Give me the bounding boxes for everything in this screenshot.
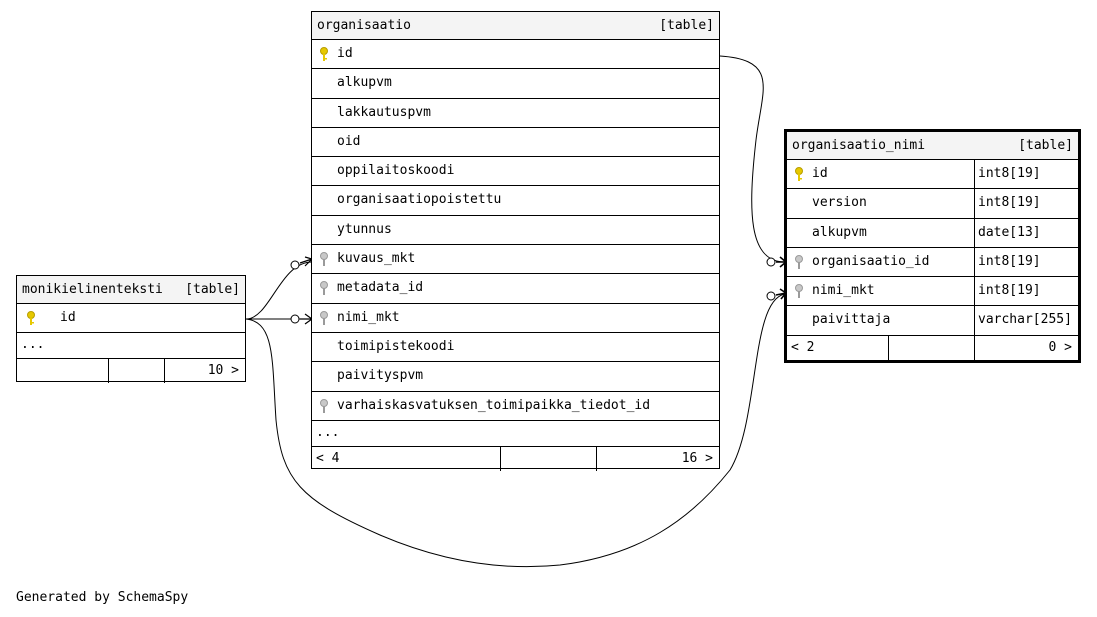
- column-row[interactable]: kuvaus_mkt: [312, 245, 719, 275]
- more-columns-row[interactable]: ...: [17, 333, 245, 360]
- column-name: id: [337, 46, 353, 61]
- column-name: metadata_id: [337, 280, 424, 296]
- footer-divider: [108, 359, 109, 384]
- column-name: paivityspvm: [337, 368, 424, 384]
- footer-divider: [974, 335, 975, 360]
- column-row[interactable]: oid: [312, 128, 719, 158]
- table-name[interactable]: organisaatio_nimi: [792, 138, 926, 153]
- parents-count[interactable]: < 2: [791, 339, 815, 355]
- column-type: int8[19]: [974, 247, 1078, 277]
- table-name[interactable]: organisaatio: [317, 18, 411, 33]
- foreign-key-icon: [794, 254, 804, 270]
- column-name: oid: [337, 133, 361, 149]
- column-name: nimi_mkt: [337, 309, 400, 325]
- column-name: id: [812, 166, 828, 181]
- column-row[interactable]: ytunnus: [312, 216, 719, 246]
- column-name: organisaatio_id: [812, 253, 930, 269]
- children-count[interactable]: 0 >: [1048, 339, 1072, 355]
- foreign-key-icon: [794, 283, 804, 299]
- primary-key-icon: [794, 166, 804, 182]
- children-count[interactable]: 16 >: [681, 450, 713, 466]
- footer-divider: [888, 335, 889, 360]
- generator-credit: Generated by SchemaSpy: [16, 590, 189, 605]
- table-type: [table]: [185, 282, 240, 297]
- primary-key-icon: [319, 46, 329, 62]
- column-name: alkupvm: [337, 75, 392, 91]
- foreign-key-icon: [319, 251, 329, 267]
- column-name: organisaatiopoistettu: [337, 192, 502, 208]
- column-row[interactable]: nimi_mkt int8[19]: [787, 277, 1078, 307]
- table-footer: < 4 16 >: [312, 446, 719, 471]
- foreign-key-icon: [319, 398, 329, 414]
- column-name: id: [60, 310, 76, 325]
- table-type: [table]: [659, 18, 714, 33]
- footer-divider: [596, 446, 597, 471]
- column-row[interactable]: id: [17, 304, 245, 334]
- table-footer: < 2 0 >: [787, 335, 1078, 360]
- more-columns-row[interactable]: ...: [312, 421, 719, 447]
- optional-marker: [766, 291, 776, 301]
- column-name: version: [812, 195, 867, 211]
- column-row[interactable]: id int8[19]: [787, 160, 1078, 190]
- column-row[interactable]: toimipistekoodi: [312, 333, 719, 363]
- table-name[interactable]: monikielinenteksti: [22, 282, 163, 297]
- column-row[interactable]: paivittaja varchar[255]: [787, 306, 1078, 336]
- column-name: toimipistekoodi: [337, 338, 455, 354]
- table-header: monikielinenteksti [table]: [17, 276, 245, 304]
- parents-count[interactable]: < 4: [316, 450, 340, 466]
- footer-divider: [164, 359, 165, 384]
- column-row[interactable]: organisaatiopoistettu: [312, 186, 719, 216]
- optional-marker: [766, 257, 776, 267]
- foreign-key-icon: [319, 280, 329, 296]
- more-columns-ellipsis: ...: [316, 424, 340, 440]
- column-type: int8[19]: [974, 189, 1078, 218]
- column-name: nimi_mkt: [812, 283, 875, 299]
- column-row[interactable]: metadata_id: [312, 274, 719, 304]
- column-name: ytunnus: [337, 221, 392, 237]
- column-row[interactable]: id: [312, 40, 719, 70]
- column-type: date[13]: [974, 218, 1078, 247]
- column-name: varhaiskasvatuksen_toimipaikka_tiedot_id: [337, 397, 651, 413]
- column-row[interactable]: oppilaitoskoodi: [312, 157, 719, 187]
- column-row[interactable]: nimi_mkt: [312, 304, 719, 333]
- column-name: paivittaja: [812, 312, 891, 328]
- relation-organisaatio-to-organisaatio-nimi: [719, 55, 786, 263]
- table-type: [table]: [1018, 138, 1073, 153]
- column-row[interactable]: varhaiskasvatuksen_toimipaikka_tiedot_id: [312, 392, 719, 421]
- table-header: organisaatio [table]: [312, 12, 719, 40]
- optional-marker: [290, 314, 300, 324]
- column-name: lakkautuspvm: [337, 104, 431, 120]
- column-name: kuvaus_mkt: [337, 251, 416, 267]
- column-row[interactable]: organisaatio_id int8[19]: [787, 247, 1078, 278]
- column-name: oppilaitoskoodi: [337, 163, 455, 179]
- table-organisaatio[interactable]: organisaatio [table] id alkupvm lakkautu…: [311, 11, 720, 471]
- table-organisaatio-nimi[interactable]: organisaatio_nimi [table] id int8[19] ve…: [784, 129, 1081, 363]
- column-type: varchar[255]: [974, 306, 1078, 335]
- more-columns-ellipsis: ...: [21, 337, 45, 353]
- table-header: organisaatio_nimi [table]: [787, 132, 1078, 160]
- footer-divider: [500, 446, 501, 471]
- column-row[interactable]: lakkautuspvm: [312, 99, 719, 128]
- relation-monikielinenteksti-to-kuvaus-mkt: [245, 261, 313, 320]
- children-count[interactable]: 10 >: [207, 363, 239, 379]
- optional-marker: [290, 260, 300, 270]
- primary-key-icon: [26, 310, 36, 326]
- column-name: alkupvm: [812, 224, 867, 240]
- column-type: int8[19]: [974, 277, 1078, 306]
- column-row[interactable]: paivityspvm: [312, 362, 719, 392]
- column-row[interactable]: alkupvm: [312, 69, 719, 99]
- table-monikielinenteksti[interactable]: monikielinenteksti [table] id ... 10 >: [16, 275, 246, 384]
- foreign-key-icon: [319, 310, 329, 326]
- column-type: int8[19]: [974, 160, 1078, 189]
- column-row[interactable]: alkupvm date[13]: [787, 218, 1078, 248]
- column-row[interactable]: version int8[19]: [787, 189, 1078, 219]
- table-footer: 10 >: [17, 359, 245, 384]
